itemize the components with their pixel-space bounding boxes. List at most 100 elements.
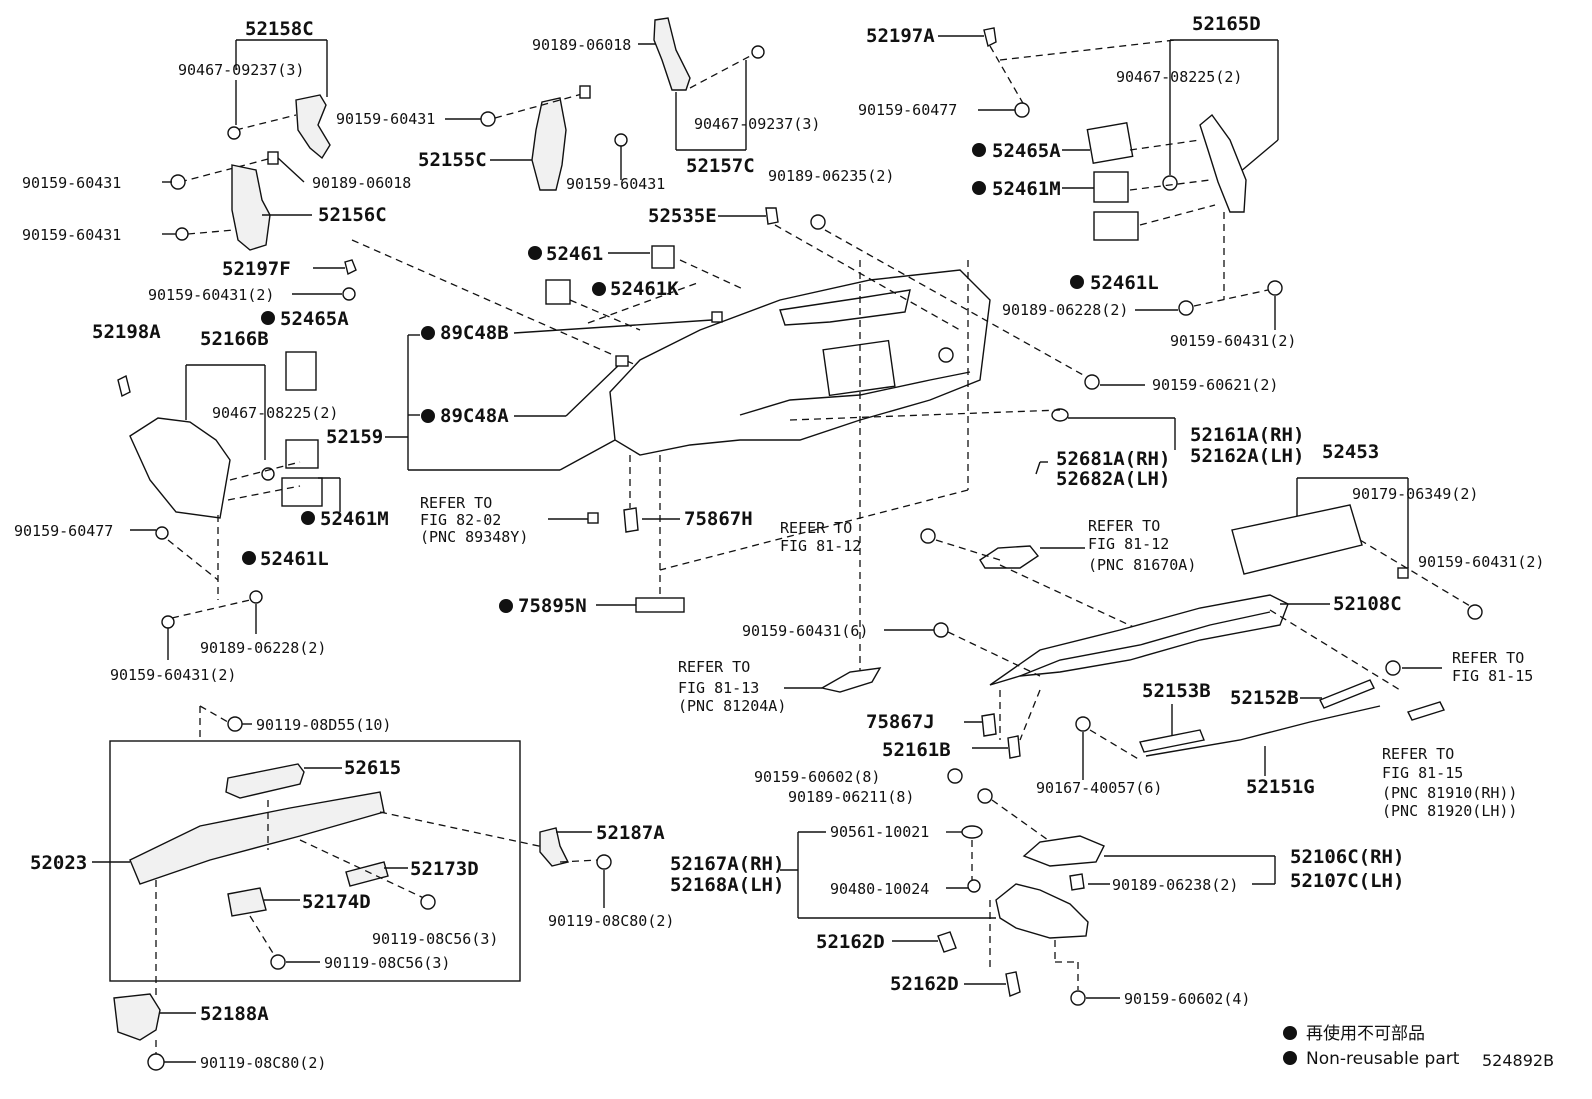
label-52615: 52615 <box>344 757 401 779</box>
clip-90189-06235 <box>810 214 826 230</box>
bolt-90159-60431-d <box>614 133 628 147</box>
clip-75867J <box>981 713 997 737</box>
ref1-line1: REFER TO <box>420 494 492 512</box>
bolt-90119-08C56-a <box>420 894 436 910</box>
trim-ref-81670A <box>979 545 1040 569</box>
clip-75867H <box>623 507 639 533</box>
pad-52461L-right <box>1093 211 1139 241</box>
label-52535E: 52535E <box>648 205 717 227</box>
bolt-90119-08C80-a <box>596 854 612 870</box>
reinforcement-box <box>109 740 521 982</box>
clip-52197F <box>344 259 357 276</box>
label-52461K: 52461K <box>610 278 679 300</box>
legend-english: Non-reusable part <box>1306 1049 1460 1069</box>
cap-52161A <box>1051 408 1069 422</box>
label-52453: 52453 <box>1322 441 1379 463</box>
label-52461M-right: 52461M <box>992 178 1061 200</box>
label-90159-60431-6: 90159-60431(6) <box>742 622 868 640</box>
bolt-90159-60431-2d <box>1467 604 1483 620</box>
label-75895N: 75895N <box>518 595 587 617</box>
diffuser-52108C <box>989 594 1289 686</box>
pad-52461M-right <box>1093 171 1129 203</box>
label-90159-60431-c: 90159-60431 <box>22 226 121 244</box>
label-52162A: 52162A(LH) <box>1190 445 1304 467</box>
clip-90189-06018 <box>267 151 279 165</box>
label-52461L-left: 52461L <box>260 548 329 570</box>
label-90167-40057: 90167-40057(6) <box>1036 779 1162 797</box>
label-89C48B: 89C48B <box>440 322 509 344</box>
bolt-90467-09237 <box>227 126 241 140</box>
bracket-52188A <box>113 993 161 1041</box>
pad-52461 <box>651 245 675 269</box>
label-90467-09237-left: 90467-09237(3) <box>178 61 304 79</box>
clip-90189-06228-left <box>249 590 263 604</box>
clip-ref-89348Y <box>587 512 599 524</box>
bumper-cover-group <box>385 245 991 613</box>
bracket-52158C-group <box>170 39 671 381</box>
ref4-line2: FIG 81-13 <box>678 679 759 697</box>
label-90189-06018-a: 90189-06018 <box>312 174 411 192</box>
bracket-52156C <box>231 164 271 251</box>
label-52108C: 52108C <box>1333 593 1402 615</box>
molding-52151G <box>1145 705 1381 757</box>
label-90159-60602-4: 90159-60602(4) <box>1124 990 1250 1008</box>
label-75867J: 75867J <box>866 711 935 733</box>
clip-90189-06018-top <box>579 85 591 99</box>
clip-52198A <box>117 374 131 398</box>
label-90159-60431-mid: 90159-60431 <box>336 110 435 128</box>
clip-89C48A <box>615 355 629 367</box>
label-52173D: 52173D <box>410 858 479 880</box>
garnish-52165D <box>1199 113 1247 213</box>
bolt-90159-60602-4 <box>1070 990 1086 1006</box>
label-90159-60621: 90159-60621(2) <box>1152 376 1278 394</box>
cover-52167A <box>995 883 1089 939</box>
clip-52162D-a <box>937 931 957 953</box>
bumper-cover-52159 <box>609 269 991 456</box>
reinforcement-52023 <box>129 791 385 885</box>
clip-90480-10024 <box>967 879 981 893</box>
bolt-90159-60621 <box>1084 374 1100 390</box>
side-panel-group <box>117 351 341 629</box>
lower-diffuser-group <box>784 528 1445 841</box>
bracket-ref-81204A <box>820 667 882 693</box>
bolt-90119-08C80-b <box>147 1053 165 1071</box>
bracket-52157C <box>653 17 691 91</box>
label-90159-60431-d: 90159-60431 <box>566 175 665 193</box>
ref2-line2: FIG 81-12 <box>780 537 861 555</box>
label-52157C: 52157C <box>686 155 755 177</box>
label-90159-60477-top: 90159-60477 <box>858 101 957 119</box>
label-52167A: 52167A(RH) <box>670 853 784 875</box>
license-bracket-group <box>1231 477 1483 620</box>
label-52197F: 52197F <box>222 258 291 280</box>
bracket-52173D <box>345 861 389 887</box>
legend-japanese: 再使用不可部品 <box>1306 1023 1425 1044</box>
label-89C48A: 89C48A <box>440 405 509 427</box>
bracket-52453 <box>1231 504 1363 575</box>
pad-52465A-left <box>285 351 317 391</box>
label-52162D-b: 52162D <box>890 973 959 995</box>
label-90467-09237-mid: 90467-09237(3) <box>694 115 820 133</box>
label-52161A: 52161A(RH) <box>1190 424 1304 446</box>
label-75867H: 75867H <box>684 508 753 530</box>
label-90561-10021: 90561-10021 <box>830 823 929 841</box>
bolt-90159-60431 <box>175 227 189 241</box>
ref4-line1: REFER TO <box>678 658 750 676</box>
pad-52461L-left <box>281 477 323 507</box>
label-90159-60477-left: 90159-60477 <box>14 522 113 540</box>
label-52174D: 52174D <box>302 891 371 913</box>
label-52151G: 52151G <box>1246 776 1315 798</box>
ref5-line2: FIG 81-15 <box>1452 667 1533 685</box>
label-90159-60431-2b: 90159-60431(2) <box>110 666 236 684</box>
bolt-90159-60477-top <box>1014 102 1030 118</box>
clip-52161B <box>1007 735 1021 759</box>
washer-90561-10021 <box>961 825 983 839</box>
bracket-52155C <box>531 97 567 191</box>
label-52153B: 52153B <box>1142 680 1211 702</box>
label-52465A-right: 52465A <box>992 140 1061 162</box>
label-52681A: 52681A(RH) <box>1056 448 1170 470</box>
pad-52461K <box>545 279 571 305</box>
label-52165D: 52165D <box>1192 13 1261 35</box>
label-52188A: 52188A <box>200 1003 269 1025</box>
label-52159: 52159 <box>326 426 383 448</box>
